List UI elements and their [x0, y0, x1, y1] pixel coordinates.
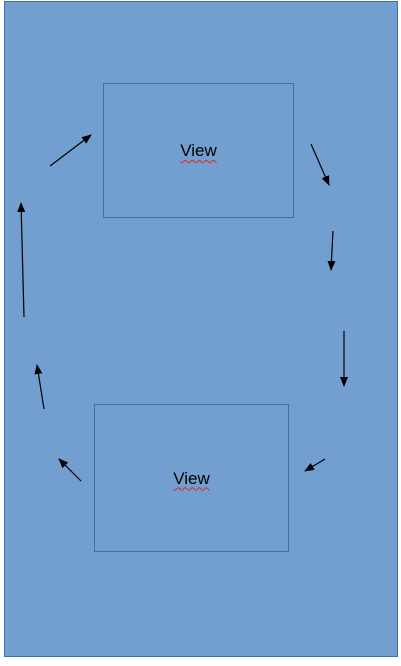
view-node-top-label: View — [180, 141, 217, 160]
view-node-top[interactable]: View — [103, 83, 294, 218]
view-node-bottom[interactable]: View — [94, 404, 289, 552]
view-node-bottom-label: View — [173, 468, 210, 488]
